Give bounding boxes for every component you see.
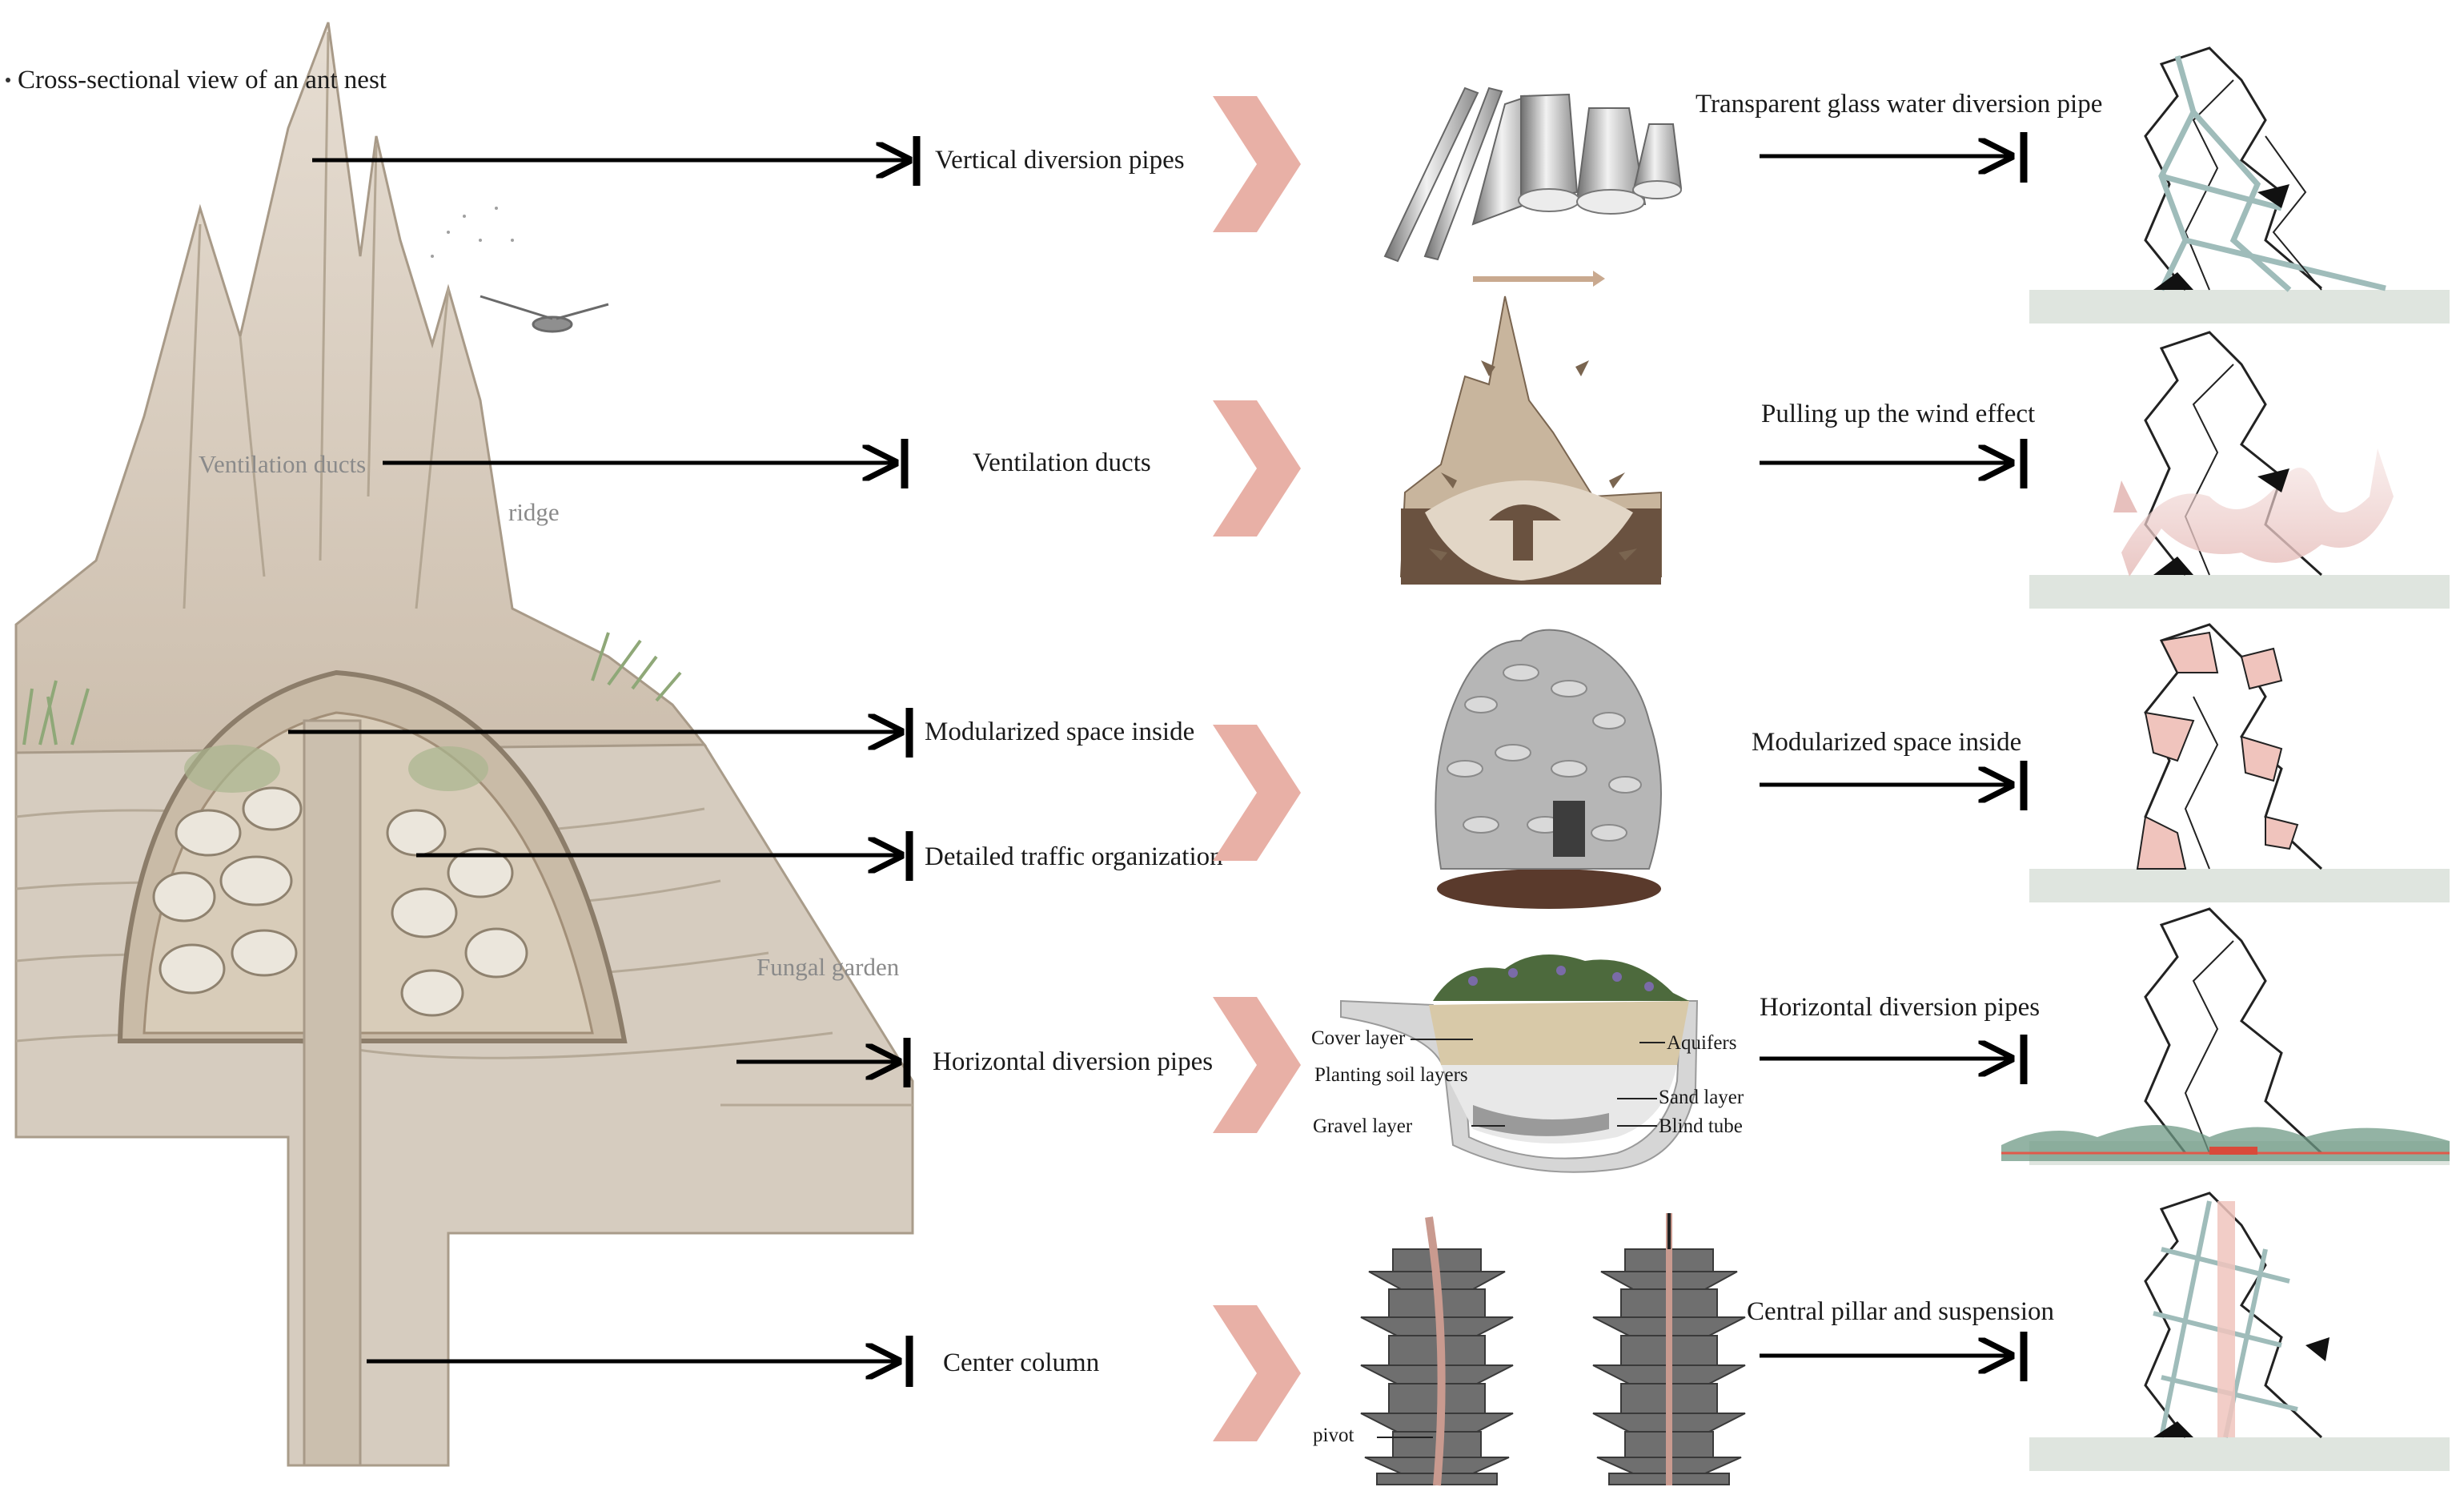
label-nest-ventilation: Ventilation ducts <box>199 450 366 478</box>
chevron-icon <box>1213 96 1301 232</box>
chevron-icon <box>1213 1305 1301 1441</box>
soil-section-image <box>1340 954 1699 1173</box>
ant-nest-illustration <box>14 22 914 1467</box>
chevron-icon <box>1213 997 1301 1133</box>
building-sketch-4 <box>2001 907 2450 1165</box>
source-label-center-column: Center column <box>943 1348 1099 1377</box>
colony-cast-image <box>1435 629 1662 909</box>
source-label-vertical-pipes: Vertical diversion pipes <box>935 146 1185 175</box>
soil-label-planting: Planting soil layers <box>1314 1064 1468 1086</box>
chevron-icon <box>1213 725 1301 861</box>
source-arrows <box>288 136 921 1387</box>
soil-label-blind-tube: Blind tube <box>1659 1115 1743 1137</box>
concept-arrows <box>1760 132 2028 1381</box>
concept-label-glass-pipe: Transparent glass water diversion pipe <box>1696 90 2102 119</box>
soil-label-gravel: Gravel layer <box>1313 1115 1413 1137</box>
source-label-modular-space: Modularized space inside <box>925 717 1194 746</box>
pillar-drawings <box>1360 1213 1746 1486</box>
soil-label-aquifers: Aquifers <box>1667 1032 1736 1054</box>
glass-pipes-image <box>1383 86 1683 287</box>
building-sketch-1 <box>2029 46 2450 324</box>
building-sketch-3 <box>2029 623 2450 902</box>
source-label-traffic: Detailed traffic organization <box>925 842 1223 871</box>
title-bullet-icon <box>6 78 10 82</box>
source-label-ventilation: Ventilation ducts <box>973 448 1151 477</box>
label-nest-ridge: ridge <box>508 498 560 526</box>
building-sketch-2 <box>2029 331 2450 609</box>
chevron-icons <box>1213 96 1301 1441</box>
concept-label-modular: Modularized space inside <box>1752 728 2021 757</box>
pillar-label-pivot: pivot <box>1313 1425 1354 1446</box>
concept-label-pillar: Central pillar and suspension <box>1747 1297 2054 1326</box>
source-label-horizontal-pipes: Horizontal diversion pipes <box>933 1047 1213 1076</box>
concept-label-horizontal: Horizontal diversion pipes <box>1760 993 2040 1022</box>
diagram-title: Cross-sectional view of an ant nest <box>18 66 387 94</box>
concept-label-wind: Pulling up the wind effect <box>1761 400 2035 428</box>
soil-label-sand: Sand layer <box>1659 1087 1744 1108</box>
mound-section-image <box>1399 295 1662 585</box>
building-sketch-5 <box>2029 1192 2450 1471</box>
soil-label-cover: Cover layer <box>1311 1027 1406 1049</box>
chevron-icon <box>1213 400 1301 537</box>
label-fungal-garden: Fungal garden <box>756 953 900 981</box>
